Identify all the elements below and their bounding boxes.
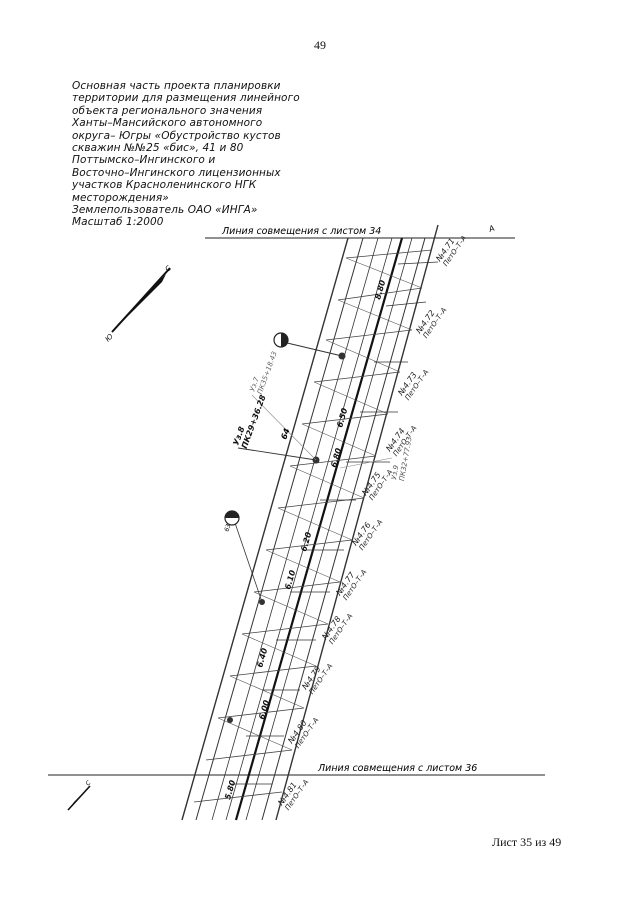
pole-leaders	[232, 261, 439, 785]
picket-leader	[251, 394, 317, 461]
sheet-footer: Лист 35 из 49	[492, 835, 562, 849]
brace	[345, 257, 423, 289]
page-number: 49	[314, 38, 326, 52]
cross-tie	[193, 791, 283, 803]
cross-tie	[289, 455, 377, 467]
title-line: округа– Югры «Обустройство кустов	[72, 129, 281, 142]
cross-tie	[325, 329, 413, 341]
title-line: объекта регионального значения	[72, 104, 263, 117]
brace	[229, 675, 305, 709]
cross-tie	[345, 249, 433, 259]
brace	[325, 339, 401, 373]
title-line: Поттымско–Ингинского и	[72, 154, 216, 167]
title-line: Восточно–Ингинского лицензионных	[72, 166, 281, 179]
north-arrow-needle	[70, 786, 90, 808]
match-line-bottom-label: Линия совмещения с листом 36	[317, 763, 477, 774]
brace	[313, 381, 389, 415]
corridor-label: 6.40	[255, 647, 269, 669]
corridor	[181, 224, 439, 821]
cross-tie	[313, 371, 401, 383]
title-line: территории для размещения линейного	[72, 92, 300, 105]
pole-leader	[397, 261, 439, 265]
corridor-boundary-right	[275, 224, 439, 821]
benchmark-fill	[225, 511, 239, 518]
pole-leader	[385, 301, 427, 307]
title-line: Ханты–Мансийского автономного	[72, 117, 263, 130]
corner-mark: А	[487, 224, 496, 235]
corridor-boundary-left-inner	[195, 237, 364, 821]
cross-ties	[193, 249, 433, 803]
north-label: С	[84, 779, 92, 787]
pipeline-axis	[234, 237, 404, 821]
north-arrow-shaft	[111, 267, 171, 333]
corridor-label: 6.50	[335, 407, 349, 429]
corridor-boundary-right-inner	[261, 237, 426, 821]
title-line: участков Красноленинского НГК	[72, 179, 257, 192]
cross-tie	[217, 707, 305, 719]
picket-label: ПК29+36.28	[240, 393, 268, 449]
picket-label: Уз.9	[390, 464, 401, 480]
title-line: месторождения»	[72, 191, 169, 204]
corridor-line	[225, 237, 393, 821]
benchmark-leader	[233, 519, 263, 603]
cross-tie	[253, 581, 341, 593]
brace	[277, 507, 353, 541]
match-line-top-label: Линия совмещения с листом 34	[221, 226, 381, 237]
scale-line: Масштаб 1:2000	[72, 216, 164, 229]
cross-tie	[337, 287, 423, 301]
picket-leader	[237, 447, 317, 461]
corridor-line	[211, 237, 379, 821]
picket-label: ПК35+18.43	[256, 350, 279, 395]
node-marker	[227, 717, 233, 723]
cross-tie	[241, 623, 329, 635]
picket-leader	[339, 457, 393, 469]
brace	[253, 591, 329, 625]
title-block: Основная часть проекта планировки террит…	[72, 80, 322, 229]
north-arrow-small: С	[67, 779, 93, 811]
brace	[241, 633, 317, 667]
benchmark-leader	[282, 341, 343, 357]
brace	[337, 299, 413, 331]
cross-tie	[301, 413, 389, 425]
brace	[265, 549, 341, 583]
corridor-boundary-left	[181, 237, 349, 821]
brace	[301, 423, 377, 457]
title-line: Основная часть проекта планировки	[72, 80, 281, 92]
cross-tie	[265, 539, 353, 551]
north-arrow: С Ю	[104, 264, 173, 343]
south-label: Ю	[104, 332, 115, 343]
braces	[217, 257, 423, 751]
brace	[289, 465, 365, 499]
benchmark-fill	[281, 333, 288, 347]
north-label: С	[164, 264, 173, 273]
benchmark-label: 63	[223, 523, 232, 533]
cross-tie	[229, 665, 317, 677]
cross-tie	[205, 749, 293, 761]
corridor-line	[245, 237, 413, 821]
landowner-line: Землепользователь ОАО «ИНГА»	[72, 204, 258, 217]
small-mark: 64	[279, 427, 291, 441]
title-line: скважин №№25 «бис», 41 и 80	[72, 142, 244, 155]
corridor-label: 6.20	[299, 531, 313, 553]
brace	[217, 717, 293, 751]
